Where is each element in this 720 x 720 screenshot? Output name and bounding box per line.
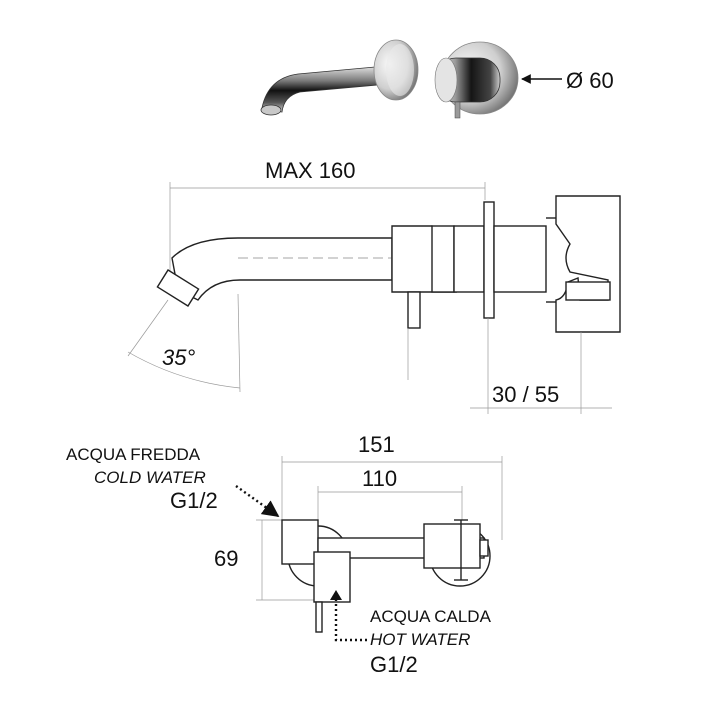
angle-dimension: 35° xyxy=(127,293,241,393)
hot-water-thread: G1/2 xyxy=(370,652,418,677)
hot-water-callout: ACQUA CALDA HOT WATER G1/2 xyxy=(330,590,492,677)
spout-side xyxy=(156,237,520,307)
wall-box-top xyxy=(281,519,491,633)
height-label: 69 xyxy=(214,546,238,571)
angle-label: 35° xyxy=(162,345,195,370)
spout-render xyxy=(260,63,411,116)
max-length-label: MAX 160 xyxy=(265,158,356,183)
width-inner-label: 110 xyxy=(362,466,397,491)
width-outer-dimension: 151 xyxy=(281,432,503,540)
product-render: Ø 60 xyxy=(260,39,614,119)
diameter-label: Ø 60 xyxy=(566,68,614,93)
max-length-dimension: MAX 160 xyxy=(169,158,486,275)
spout-wall-plate-render xyxy=(373,39,419,101)
hot-water-arrow-icon xyxy=(330,590,342,600)
cold-water-label-it: ACQUA FREDDA xyxy=(66,445,201,464)
width-outer-label: 151 xyxy=(358,432,395,457)
diameter-callout: Ø 60 xyxy=(521,68,614,93)
hot-water-label-en: HOT WATER xyxy=(370,630,470,649)
hot-water-label-it: ACQUA CALDA xyxy=(370,607,492,626)
cold-water-label-en: COLD WATER xyxy=(94,468,206,487)
mixer-body-side xyxy=(391,201,547,329)
cold-water-callout: ACQUA FREDDA COLD WATER G1/2 xyxy=(66,445,280,517)
side-view: MAX 160 35° xyxy=(127,158,621,414)
top-view: 151 110 69 xyxy=(66,432,503,677)
depth-dimension: 30 / 55 xyxy=(407,318,612,414)
mixer-knob-render xyxy=(434,57,501,119)
wall-box-side xyxy=(546,195,621,333)
height-dimension: 69 xyxy=(214,519,320,601)
width-inner-dimension: 110 xyxy=(317,466,463,520)
depth-label: 30 / 55 xyxy=(492,382,559,407)
cold-water-thread: G1/2 xyxy=(170,488,218,513)
